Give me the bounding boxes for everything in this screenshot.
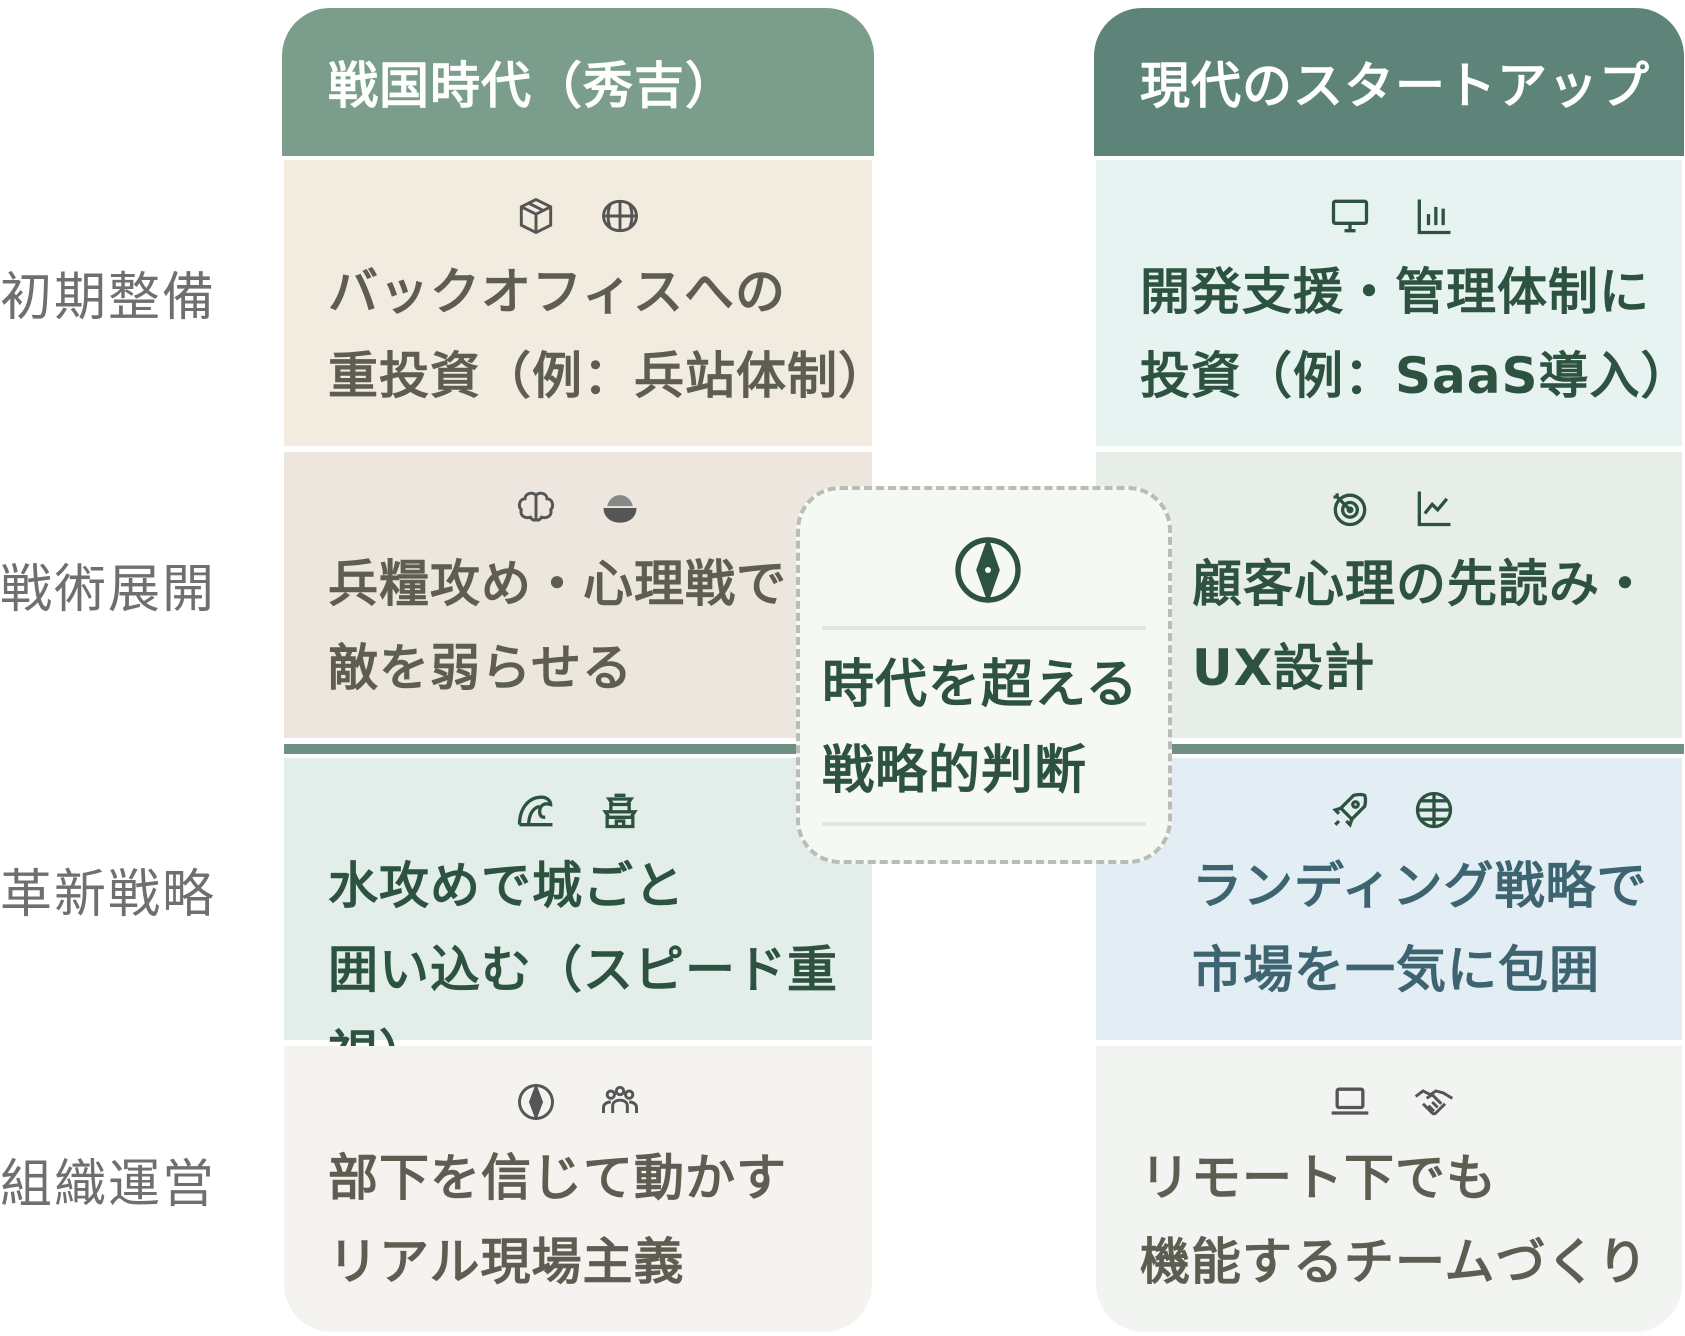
brain-icon: [514, 486, 558, 530]
line-chart-icon: [1412, 486, 1456, 530]
row-label-organization: 組織運営: [0, 1155, 217, 1215]
header-startup: 現代のスタートアップ: [1094, 8, 1684, 156]
cell-innovation-sengoku: 水攻めで城ごと 囲い込む（スピード重視）: [284, 758, 872, 1083]
bar-chart-icon: [1412, 194, 1456, 238]
laptop-icon: [1328, 1080, 1372, 1124]
compass-icon: [952, 534, 1024, 606]
text-tactics-sengoku: 兵糧攻め・心理戦で 敵を弱らせる: [328, 555, 787, 697]
row-label-innovation: 革新戦略: [0, 865, 217, 925]
text-initial-startup: 開発支援・管理体制に 投資（例：SaaS導入）: [1140, 263, 1685, 405]
compass-icon: [514, 1080, 558, 1124]
wave-icon: [514, 788, 558, 832]
globe-icon: [598, 194, 642, 238]
rice-bowl-icon: [598, 486, 642, 530]
target-icon: [1328, 486, 1372, 530]
center-rule-bottom: [822, 822, 1146, 826]
center-callout: 時代を超える 戦略的判断: [796, 486, 1172, 864]
cell-organization-sengoku: 部下を信じて動かす リアル現場主義: [284, 1046, 872, 1332]
rocket-icon: [1328, 788, 1372, 832]
cell-innovation-startup: ランディング戦略で 市場を一気に包囲: [1096, 758, 1682, 1040]
row-label-initial: 初期整備: [0, 268, 217, 328]
center-rule-top: [822, 626, 1146, 630]
row-label-tactics: 戦術展開: [0, 560, 217, 620]
cell-organization-startup: リモート下でも 機能するチームづくり: [1096, 1046, 1682, 1332]
text-initial-sengoku: バックオフィスへの 重投資（例：兵站体制）: [328, 263, 889, 405]
cell-tactics-startup: 顧客心理の先読み・ UX設計: [1096, 452, 1682, 738]
box-icon: [514, 194, 558, 238]
text-organization-sengoku: 部下を信じて動かす リアル現場主義: [328, 1149, 787, 1291]
divider-left: [284, 744, 804, 754]
cell-initial-sengoku: バックオフィスへの 重投資（例：兵站体制）: [284, 160, 889, 446]
castle-icon: [598, 788, 642, 832]
center-text: 時代を超える 戦略的判断: [822, 655, 1139, 801]
text-organization-startup: リモート下でも 機能するチームづくり: [1140, 1149, 1649, 1291]
divider-right: [1168, 744, 1684, 754]
header-sengoku: 戦国時代（秀吉）: [282, 8, 874, 156]
team-icon: [598, 1080, 642, 1124]
text-innovation-startup: ランディング戦略で 市場を一気に包囲: [1192, 857, 1648, 999]
monitor-icon: [1328, 194, 1372, 238]
cell-tactics-sengoku: 兵糧攻め・心理戦で 敵を弱らせる: [284, 452, 872, 738]
handshake-icon: [1412, 1080, 1456, 1124]
text-tactics-startup: 顧客心理の先読み・ UX設計: [1192, 555, 1651, 697]
cell-initial-startup: 開発支援・管理体制に 投資（例：SaaS導入）: [1096, 160, 1685, 446]
globe-grid-icon: [1412, 788, 1456, 832]
